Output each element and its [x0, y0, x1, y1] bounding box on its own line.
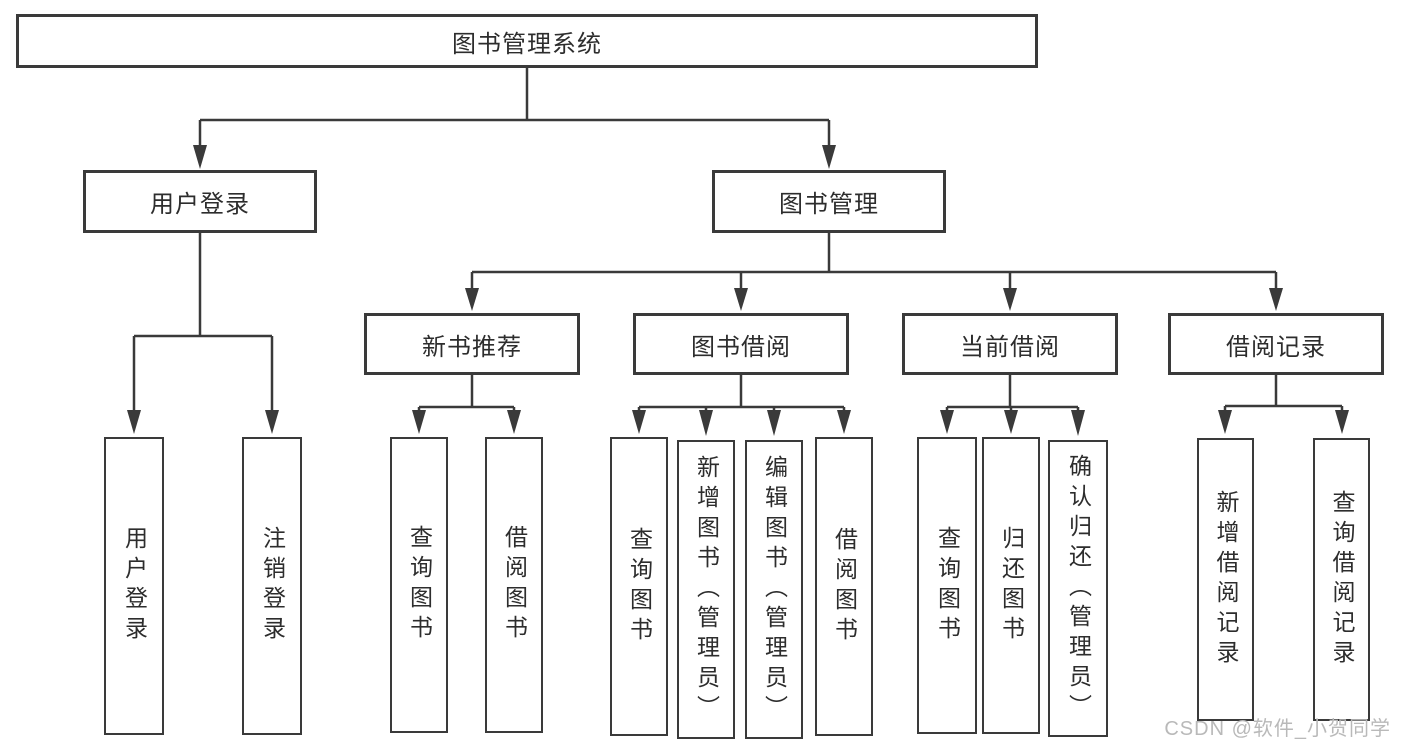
- arrowhead: [412, 410, 426, 434]
- arrowhead: [1218, 410, 1232, 434]
- connector-root-to-level2: [198, 68, 831, 147]
- leaf-current-confirm-return-admin: 确认归还（管理员）: [1048, 440, 1108, 737]
- leaf-label: 查询图书: [626, 526, 653, 647]
- node-book-management: 图书管理: [712, 170, 946, 233]
- leaf-label: 归还图书: [998, 525, 1025, 646]
- leaf-recommend-borrow-books: 借阅图书: [485, 437, 543, 733]
- leaf-label: 确认归还（管理员）: [1065, 453, 1092, 724]
- arrowhead: [1269, 288, 1283, 311]
- leaf-user-login: 用户登录: [104, 437, 164, 735]
- leaf-borrow-edit-books-admin: 编辑图书（管理员）: [745, 440, 803, 739]
- connector-current-to-leaves: [945, 375, 1080, 411]
- arrowhead: [940, 410, 954, 434]
- connector-borrow-to-leaves: [637, 375, 846, 411]
- leaf-borrow-add-books-admin: 新增图书（管理员）: [677, 440, 735, 739]
- leaf-label: 借阅图书: [501, 525, 528, 645]
- arrowhead: [632, 410, 646, 434]
- arrowhead: [127, 410, 141, 434]
- arrowhead: [699, 410, 713, 436]
- arrowhead: [465, 288, 479, 311]
- node-borrow-records: 借阅记录: [1168, 313, 1384, 375]
- leaf-records-query-record: 查询借阅记录: [1313, 438, 1370, 721]
- leaf-label: 注销登录: [259, 526, 286, 646]
- leaf-current-return-books: 归还图书: [982, 437, 1040, 734]
- arrowhead: [1071, 410, 1085, 436]
- leaf-label: 编辑图书（管理员）: [761, 454, 788, 725]
- leaf-label: 新增借阅记录: [1213, 489, 1239, 670]
- arrowhead: [734, 288, 748, 311]
- leaf-label: 查询图书: [406, 525, 433, 645]
- arrowhead: [1003, 288, 1017, 311]
- connector-bookmgmt-to-level3: [470, 233, 1278, 289]
- node-current-borrow: 当前借阅: [902, 313, 1118, 375]
- arrowhead: [507, 410, 521, 434]
- connector-userlogin-to-leaves: [132, 233, 274, 411]
- leaf-borrow-borrow-books: 借阅图书: [815, 437, 873, 736]
- watermark-text: CSDN @软件_小贺同学: [1164, 718, 1391, 740]
- leaf-label: 查询图书: [934, 525, 961, 646]
- arrowhead: [837, 410, 851, 434]
- leaf-label: 查询借阅记录: [1329, 489, 1355, 670]
- node-new-book-recommend: 新书推荐: [364, 313, 580, 375]
- leaf-label: 借阅图书: [831, 526, 858, 647]
- leaf-label: 用户登录: [121, 526, 148, 646]
- node-book-borrow: 图书借阅: [633, 313, 849, 375]
- node-root: 图书管理系统: [16, 14, 1038, 68]
- connector-records-to-leaves: [1223, 375, 1344, 411]
- arrowhead: [193, 145, 207, 169]
- leaf-label: 新增图书（管理员）: [693, 454, 720, 725]
- arrowhead: [767, 410, 781, 436]
- arrowhead: [822, 145, 836, 169]
- arrowhead: [1335, 410, 1349, 434]
- arrowhead: [1004, 410, 1018, 434]
- leaf-borrow-query-books: 查询图书: [610, 437, 668, 736]
- node-user-login: 用户登录: [83, 170, 317, 233]
- leaf-records-add-record: 新增借阅记录: [1197, 438, 1254, 721]
- arrowhead: [265, 410, 279, 434]
- leaf-recommend-query-books: 查询图书: [390, 437, 448, 733]
- leaf-current-query-books: 查询图书: [917, 437, 977, 734]
- leaf-logout-login: 注销登录: [242, 437, 302, 735]
- connector-recommend-to-leaves: [417, 375, 516, 411]
